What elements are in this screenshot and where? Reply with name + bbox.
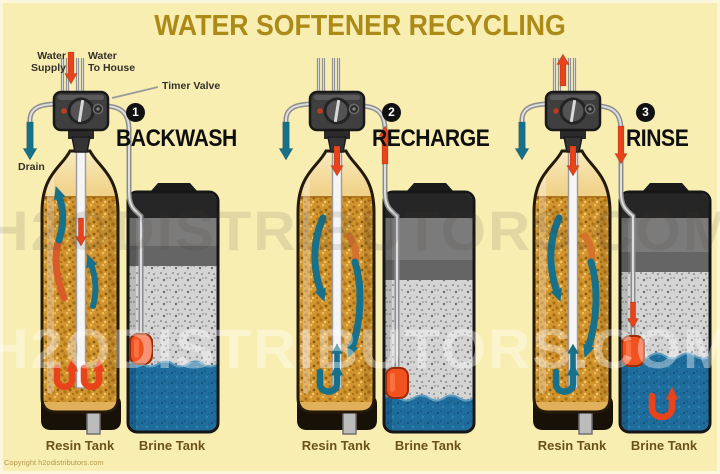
stage-rinse: 3 RINSE <box>626 103 720 153</box>
stage-title: RINSE <box>626 125 689 152</box>
brine-tank-label: Brine Tank <box>630 438 698 453</box>
page-title: WATER SOFTENER RECYCLING <box>154 10 566 42</box>
brine-tank-label: Brine Tank <box>394 438 462 453</box>
stage-number-badge: 1 <box>126 103 145 122</box>
resin-tank-label: Resin Tank <box>537 438 607 453</box>
water-supply-label: Water Supply <box>30 50 66 75</box>
drain-label: Drain <box>18 161 45 173</box>
brine-tank-label: Brine Tank <box>138 438 206 453</box>
copyright-text: Copyright h2odistributors.com <box>4 458 104 467</box>
stage-number-badge: 2 <box>382 103 401 122</box>
panel-recharge: 2 RECHARGE Resin Tank Brine Tank <box>256 0 496 474</box>
stage-title: BACKWASH <box>116 125 237 152</box>
rinse-diagram-graphic <box>514 53 712 435</box>
resin-tank-label: Resin Tank <box>45 438 115 453</box>
stage-title: RECHARGE <box>372 125 490 152</box>
panel-backwash: Water Supply Water To House Timer Valve … <box>0 0 240 474</box>
water-to-house-label: Water To House <box>88 50 136 75</box>
stage-recharge: 2 RECHARGE <box>372 103 522 153</box>
resin-tank-label: Resin Tank <box>301 438 371 453</box>
timer-valve-label: Timer Valve <box>162 80 221 92</box>
stage-backwash: 1 BACKWASH <box>116 103 266 153</box>
recharge-diagram-graphic <box>278 58 476 435</box>
stage-number-badge: 3 <box>636 103 655 122</box>
backwash-diagram-graphic <box>22 51 220 435</box>
panel-rinse: 3 RINSE Resin Tank Brine Tank <box>492 0 720 474</box>
